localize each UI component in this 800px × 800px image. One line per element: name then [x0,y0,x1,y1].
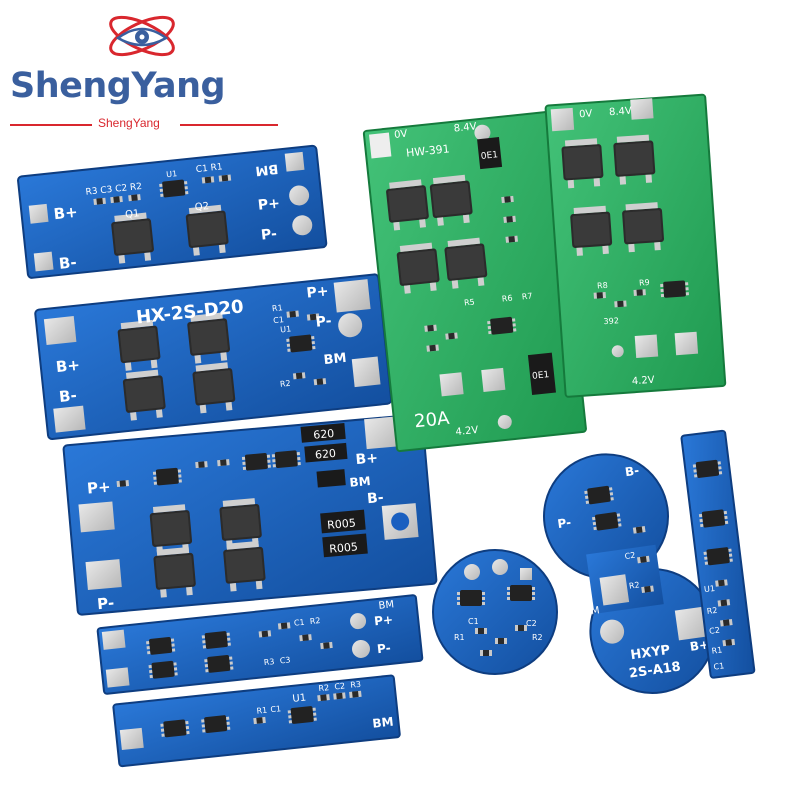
silk-r3: R3 [350,680,362,690]
silk-c2: C2 [334,681,346,691]
silk-p-minus: P- [260,226,278,244]
silk-620-b: 620 [314,447,336,462]
silk-u1: U1 [280,324,292,334]
silk-c1: C1 [293,618,305,628]
pcb-board-4: P+ P- BM R3 C3 C1 R2 [96,594,424,695]
eye-logo-icon [109,15,175,57]
silk-0v: 0V [579,108,593,120]
silk-r2: R2 [309,616,321,626]
silk-r7: R7 [521,291,533,301]
silk-r1: R1 [711,645,723,655]
silk-b-minus: B- [366,490,384,507]
silk-c1: C1 [270,704,282,714]
silk-b-minus: B- [58,386,77,406]
silk-8-4v: 8.4V [609,106,633,119]
silk-u1: U1 [704,584,716,594]
silk-r1: R1 [256,706,268,716]
silk-r3: R3 [263,657,275,667]
silk-r8: R8 [597,281,608,291]
silk-b-plus: B+ [355,450,379,468]
silk-bm: BM [323,351,347,368]
silk-r2: R2 [706,606,718,616]
silk-model: HXYP [630,643,672,663]
pcb-board-3: P+ P- B+ B- BM R005 R005 620 620 [62,413,438,616]
silk-r6: R6 [501,294,513,304]
brand-logo: ShengYang ShengYang [0,0,290,150]
brand-name: ShengYang [10,66,226,106]
silk-b-plus: B+ [55,356,81,376]
silk-bm: BM [255,161,279,178]
brand-subtitle: ShengYang [98,116,160,130]
pcb-board-2: HX-2S-D20 B+ B- P+ P- BM U1 R1 C1 R2 [34,273,393,440]
silk-r5: R5 [464,297,476,307]
silk-bm: BM [583,605,600,618]
silk-u1: U1 [166,169,178,179]
silk-r2: R2 [318,683,330,693]
silk-p-minus: P- [376,641,391,656]
pcb-board-strip: U1 R2 C2 R1 C1 [680,429,756,679]
silk-c2: C2 [526,619,537,628]
silk-r2: R2 [628,580,640,590]
silk-b-minus: B- [58,253,77,273]
silk-20a: 20A [413,408,451,433]
silk-p-minus: P- [557,515,572,531]
silk-r1: R1 [454,633,465,642]
silk-8-4v: 8.4V [453,121,477,134]
silk-0e1-b: 0E1 [532,370,550,382]
pcb-board-green-1: HW-391 8.4V 0V 0E1 0E1 20A 4.2V R5 R6 R7 [362,110,587,453]
silk-bm: BM [349,474,371,490]
silk-p-plus: P+ [86,478,111,498]
silk-r005-a: R005 [327,516,357,531]
silk-c1r1: C1 R1 [195,162,223,175]
silk-620-a: 620 [313,427,335,442]
pcb-board-round-2: HXYP 2S-A18 B+ B- P- BM C2 R2 [543,453,716,694]
silk-b-minus: B- [624,463,640,479]
silk-b-plus: B+ [689,637,710,654]
silk-q2: Q2 [194,201,209,213]
pcb-board-round-1: R1 R2 C1 C2 [432,549,558,675]
silk-392: 392 [603,316,619,326]
pcb-board-5: U1 R1 C1 R2 C2 R3 BM [112,674,401,768]
silk-c1: C1 [273,315,285,325]
pcb-board-1: B+ B- P+ P- BM Q1 Q2 R3 C3 C2 R2 U1 C1 R… [17,144,328,279]
silk-q1: Q1 [125,208,140,220]
silk-series: 2S-A18 [628,659,682,681]
silk-r9: R9 [639,278,650,288]
silk-p-plus: P+ [306,283,330,301]
silk-c2: C2 [709,626,721,636]
silk-r2: R2 [532,633,543,642]
silk-0v: 0V [394,129,408,141]
silk-u1: U1 [292,693,307,705]
silk-r2: R2 [280,379,292,389]
silk-p-plus: P+ [257,196,281,214]
silk-r1: R1 [272,303,284,313]
silk-bm: BM [372,715,394,731]
silk-c1: C1 [468,617,479,626]
silk-c3: C3 [279,655,291,665]
silk-p-plus: P+ [373,612,393,628]
silk-r005-b: R005 [329,540,359,555]
pcb-board-green-2: 8.4V 0V 4.2V R8 R9 392 [544,93,727,398]
silk-b-plus: B+ [53,203,79,223]
silk-bm: BM [378,599,395,612]
silk-p-minus: P- [315,313,333,331]
silk-4-2v: 4.2V [455,425,479,438]
silk-c1: C1 [713,661,725,671]
silk-c2: C2 [624,551,636,561]
silk-model: HW-391 [405,142,450,159]
silk-p-minus: P- [96,594,114,613]
silk-0e1-a: 0E1 [480,150,498,162]
silk-4-2v: 4.2V [632,375,656,388]
